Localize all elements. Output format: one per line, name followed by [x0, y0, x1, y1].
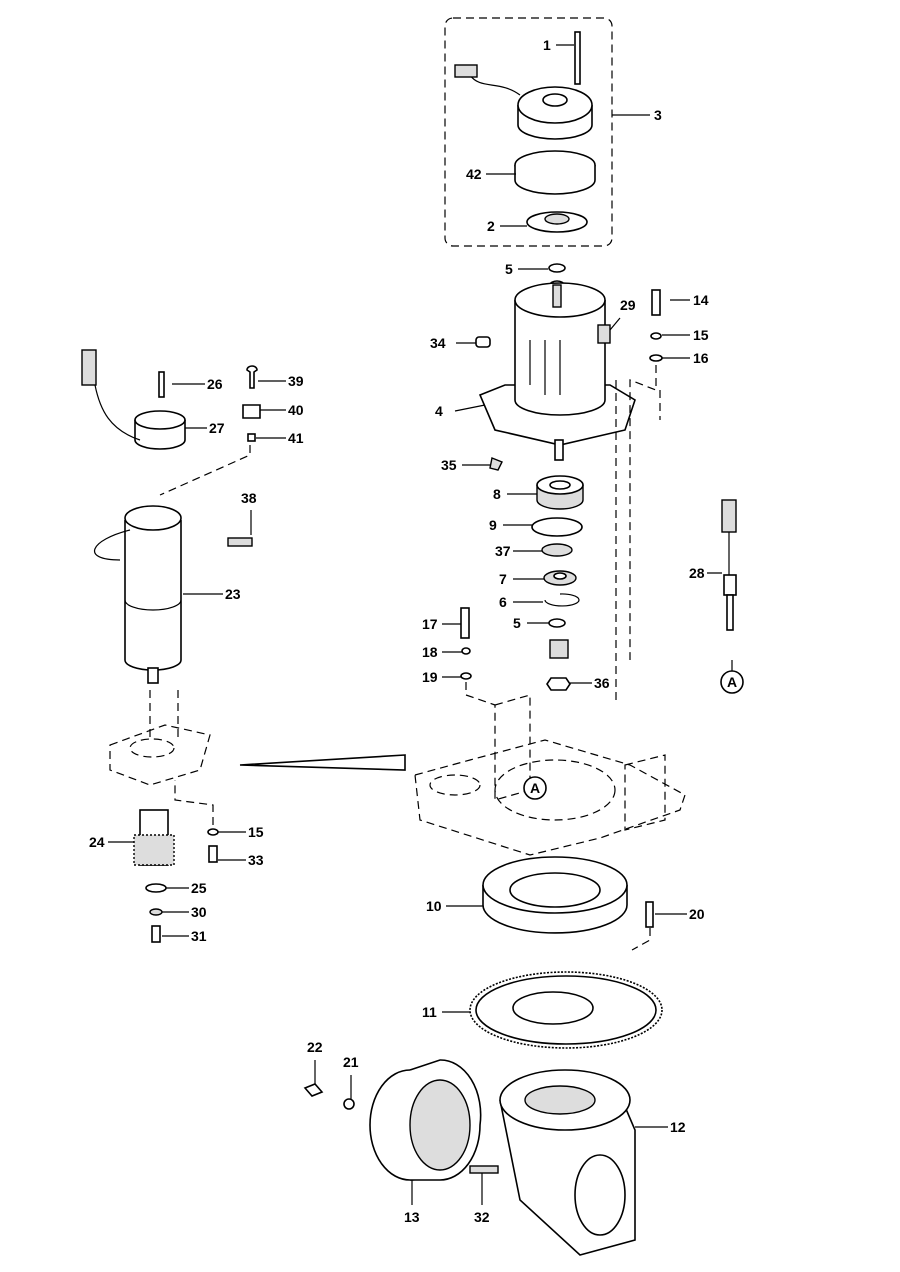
callout-24: 24	[89, 834, 105, 850]
callout-9: 9	[489, 517, 497, 533]
callout-40: 40	[288, 402, 304, 418]
part-17-bolt	[460, 607, 470, 639]
callout-34: 34	[430, 335, 446, 351]
part-5-oring	[548, 618, 566, 628]
part-37-spacer	[541, 543, 573, 557]
part-25-washer	[145, 883, 167, 893]
part-3-brake	[454, 64, 593, 140]
part-31-bolt	[151, 925, 161, 943]
callout-labels: 1 3 42 2 5 14 29 15 34 16 26 39 40 4 27 …	[89, 37, 709, 1225]
part-12-housing	[499, 1069, 636, 1256]
part-35-key	[489, 457, 503, 471]
part-14-bolt	[651, 289, 661, 316]
part-26-screw	[158, 371, 165, 398]
part-8-seal	[536, 475, 584, 510]
callout-38: 38	[241, 490, 257, 506]
callout-22: 22	[307, 1039, 323, 1055]
callout-35: 35	[441, 457, 457, 473]
frame-detail-phantom	[109, 724, 211, 786]
part-36-nut	[546, 677, 571, 691]
part-1-screw	[574, 31, 581, 85]
callout-12: 12	[670, 1119, 686, 1135]
callout-32: 32	[474, 1209, 490, 1225]
part-4-motor-flange	[478, 282, 636, 461]
part-20-bolt	[645, 901, 654, 928]
leader-lines	[108, 44, 722, 1205]
callout-25: 25	[191, 880, 207, 896]
callout-10: 10	[426, 898, 442, 914]
part-22-nut	[303, 1083, 324, 1097]
callout-16: 16	[693, 350, 709, 366]
callout-2: 2	[487, 218, 495, 234]
part-40-spacer	[242, 404, 261, 419]
part-34-key	[475, 336, 491, 348]
callout-39: 39	[288, 373, 304, 389]
brake-assembly-box	[444, 17, 613, 247]
callout-33: 33	[248, 852, 264, 868]
part-19-washer	[460, 672, 472, 680]
part-24-pinion-gear	[133, 809, 175, 866]
callout-30: 30	[191, 904, 207, 920]
reference-a: A	[727, 674, 737, 690]
callout-1: 1	[543, 37, 551, 53]
frame-phantom	[414, 694, 686, 856]
part-41-nut	[247, 433, 256, 442]
callout-4: 4	[435, 403, 443, 419]
callout-23: 23	[225, 586, 241, 602]
callout-41: 41	[288, 430, 304, 446]
callout-28: 28	[689, 565, 705, 581]
part-28-sensor	[721, 499, 737, 631]
callout-8: 8	[493, 486, 501, 502]
callout-15: 15	[248, 824, 264, 840]
callout-21: 21	[343, 1054, 359, 1070]
part-9-ring	[531, 517, 583, 537]
callout-18: 18	[422, 644, 438, 660]
part-23-motor	[93, 505, 182, 684]
reference-a: A	[530, 780, 540, 796]
callout-29: 29	[620, 297, 636, 313]
callout-37: 37	[495, 543, 511, 559]
part-6-circlip	[544, 593, 580, 607]
callout-11: 11	[422, 1004, 437, 1020]
detail-arrow	[239, 754, 406, 771]
part-15-washer	[207, 828, 219, 836]
callout-14: 14	[693, 292, 709, 308]
callout-5: 5	[513, 615, 521, 631]
part-27-encoder	[81, 349, 186, 450]
callout-13: 13	[404, 1209, 420, 1225]
part-18-washer	[461, 647, 471, 655]
callout-42: 42	[466, 166, 482, 182]
part-15-washer	[650, 332, 662, 340]
part-33-bolt	[208, 845, 218, 863]
part-21-washer	[343, 1098, 355, 1110]
callout-26: 26	[207, 376, 223, 392]
part-16-washer	[649, 354, 663, 362]
part-32-pin	[469, 1165, 499, 1174]
callout-15: 15	[693, 327, 709, 343]
part-29-plug	[597, 324, 611, 344]
callout-20: 20	[689, 906, 705, 922]
callout-5: 5	[505, 261, 513, 277]
part-11-ring-gear	[469, 971, 663, 1049]
part-30-washer	[149, 908, 163, 916]
part-7-bearing	[543, 570, 577, 586]
callout-17: 17	[422, 616, 438, 632]
part-2-bearing	[526, 211, 588, 233]
part-10-slewing-ring	[482, 856, 628, 934]
part-5-oring	[548, 263, 566, 273]
callout-7: 7	[499, 571, 507, 587]
callout-27: 27	[209, 420, 225, 436]
callout-3: 3	[654, 107, 662, 123]
part-38-connector	[227, 537, 253, 547]
part-pinion	[549, 639, 569, 659]
part-39-screw	[246, 365, 258, 389]
callout-19: 19	[422, 669, 438, 685]
reference-a-circle	[523, 776, 547, 800]
part-13-wheel	[369, 1059, 482, 1181]
callout-6: 6	[499, 594, 507, 610]
part-42-ring	[514, 150, 596, 195]
callout-36: 36	[594, 675, 610, 691]
callout-31: 31	[191, 928, 207, 944]
